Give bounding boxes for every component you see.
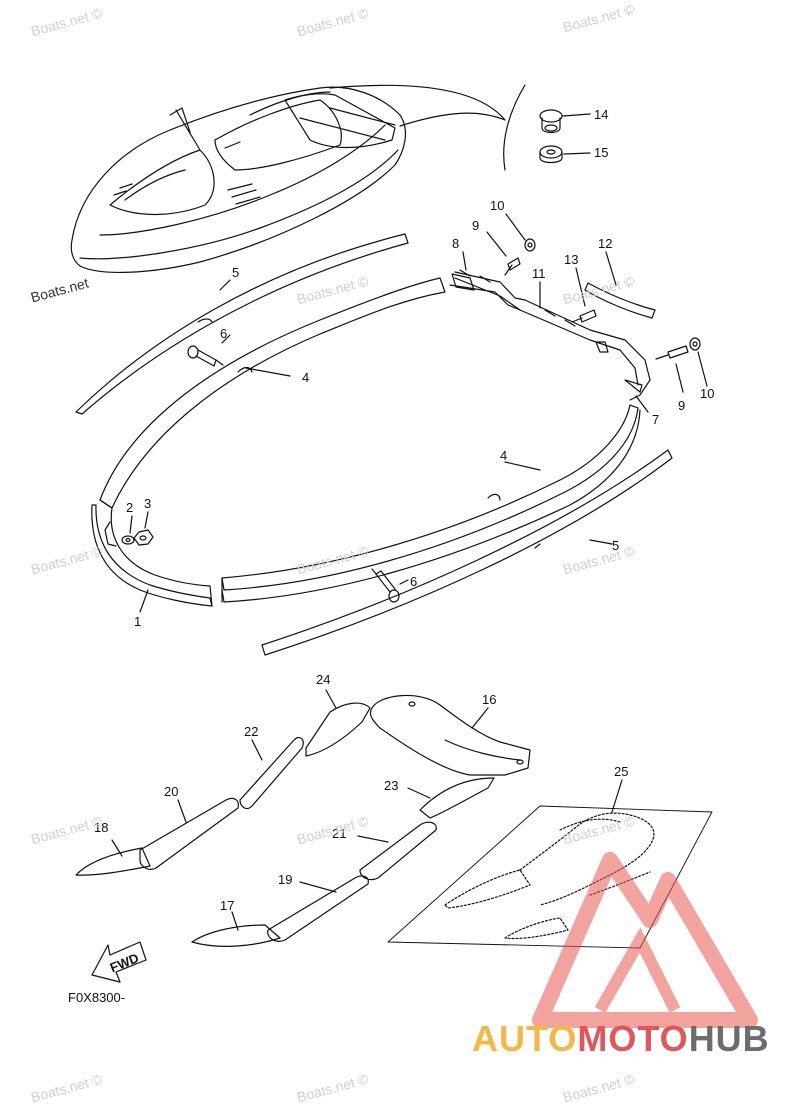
callout-10: 10 xyxy=(700,386,714,401)
part-16-mat xyxy=(369,694,531,776)
part-6-bolt xyxy=(187,345,224,367)
part-20-mat xyxy=(139,797,239,870)
part-19-mat xyxy=(267,875,369,942)
callout-2: 2 xyxy=(126,500,133,515)
callout-13: 13 xyxy=(564,252,578,267)
callout-19: 19 xyxy=(278,872,292,887)
leader-line xyxy=(129,515,133,534)
part-14-spacer xyxy=(539,109,591,134)
part-24-mat xyxy=(305,702,371,757)
part-10-cap xyxy=(689,337,701,351)
callout-5: 5 xyxy=(232,265,239,280)
part-22-mat xyxy=(239,736,304,810)
part-2-washer xyxy=(121,535,135,545)
callout-9: 9 xyxy=(678,398,685,413)
leader-line xyxy=(605,251,617,286)
leader-line xyxy=(251,739,263,761)
callout-25: 25 xyxy=(614,764,628,779)
leader-line xyxy=(575,267,586,307)
callout-11: 11 xyxy=(532,266,546,281)
leader-line xyxy=(611,779,623,813)
callout-7: 7 xyxy=(652,412,659,427)
part-23-mat xyxy=(419,777,495,819)
leader-line xyxy=(111,839,123,857)
part-5-upper-strip xyxy=(75,233,409,415)
part-6-bolt xyxy=(371,568,400,603)
callout-14: 14 xyxy=(594,107,608,122)
brand-part-moto: MOTO xyxy=(577,1018,689,1059)
leader-line xyxy=(144,511,149,529)
watercraft-illustration xyxy=(70,86,407,273)
leader-line xyxy=(231,911,239,931)
rail-stud xyxy=(104,521,117,547)
leader-line xyxy=(177,799,187,823)
leader-line xyxy=(504,461,541,471)
callout-6: 6 xyxy=(220,326,227,341)
leader-line xyxy=(505,213,526,241)
part-9-screw xyxy=(504,257,521,276)
leader-line xyxy=(399,579,409,585)
leader-line xyxy=(221,334,231,344)
fwd-arrow-icon xyxy=(91,941,147,983)
callout-16: 16 xyxy=(482,692,496,707)
leader-line xyxy=(471,707,489,729)
callout-12: 12 xyxy=(598,236,612,251)
leader-line xyxy=(589,539,613,545)
callout-3: 3 xyxy=(144,496,151,511)
leader-line xyxy=(357,835,389,843)
part-5-lower-strip xyxy=(261,449,673,656)
callout-21: 21 xyxy=(332,826,346,841)
leader-line xyxy=(635,395,649,413)
callout-22: 22 xyxy=(244,724,258,739)
leader-line xyxy=(299,881,337,893)
leader-line xyxy=(329,84,506,121)
callout-6: 6 xyxy=(410,574,417,589)
callout-1: 1 xyxy=(134,614,141,629)
callout-4: 4 xyxy=(302,370,309,385)
part-10-cap xyxy=(524,238,536,252)
leader-line xyxy=(139,589,149,613)
diagram-code: F0X8300- xyxy=(68,990,126,1005)
leader-line xyxy=(399,112,506,127)
leader-line xyxy=(697,351,708,387)
callout-4: 4 xyxy=(500,448,507,463)
callout-17: 17 xyxy=(220,898,234,913)
leader-line xyxy=(407,787,431,799)
callout-15: 15 xyxy=(594,145,608,160)
callout-5: 5 xyxy=(612,538,619,553)
bracket-line xyxy=(503,84,526,171)
brand-part-hub: HUB xyxy=(688,1018,770,1059)
callout-18: 18 xyxy=(94,820,108,835)
part-18-mat xyxy=(75,847,151,876)
part-21-mat xyxy=(359,821,437,881)
part-12-strip xyxy=(584,282,656,319)
part-9-screw xyxy=(655,345,689,360)
part-15-nut xyxy=(539,145,591,164)
leader-line xyxy=(486,231,507,257)
part-8-cap xyxy=(451,273,475,291)
leader-line xyxy=(219,279,231,291)
leader-line xyxy=(675,363,684,393)
callout-9: 9 xyxy=(472,218,479,233)
leader-line xyxy=(245,367,291,377)
callout-10: 10 xyxy=(490,198,504,213)
part-1-gunwale-rail xyxy=(91,269,651,607)
part-13-rivet xyxy=(571,309,597,323)
leader-line xyxy=(325,689,337,709)
callout-20: 20 xyxy=(164,784,178,799)
callout-24: 24 xyxy=(316,672,330,687)
callout-23: 23 xyxy=(384,778,398,793)
part-17-mat xyxy=(191,924,281,947)
callout-8: 8 xyxy=(452,236,459,251)
automotohub-logo-icon xyxy=(532,852,758,1028)
brand-wordmark: AUTOMOTOHUB xyxy=(472,1018,770,1060)
leader-line xyxy=(462,251,467,271)
part-3-nut xyxy=(133,529,154,546)
brand-part-auto: AUTO xyxy=(472,1018,578,1059)
